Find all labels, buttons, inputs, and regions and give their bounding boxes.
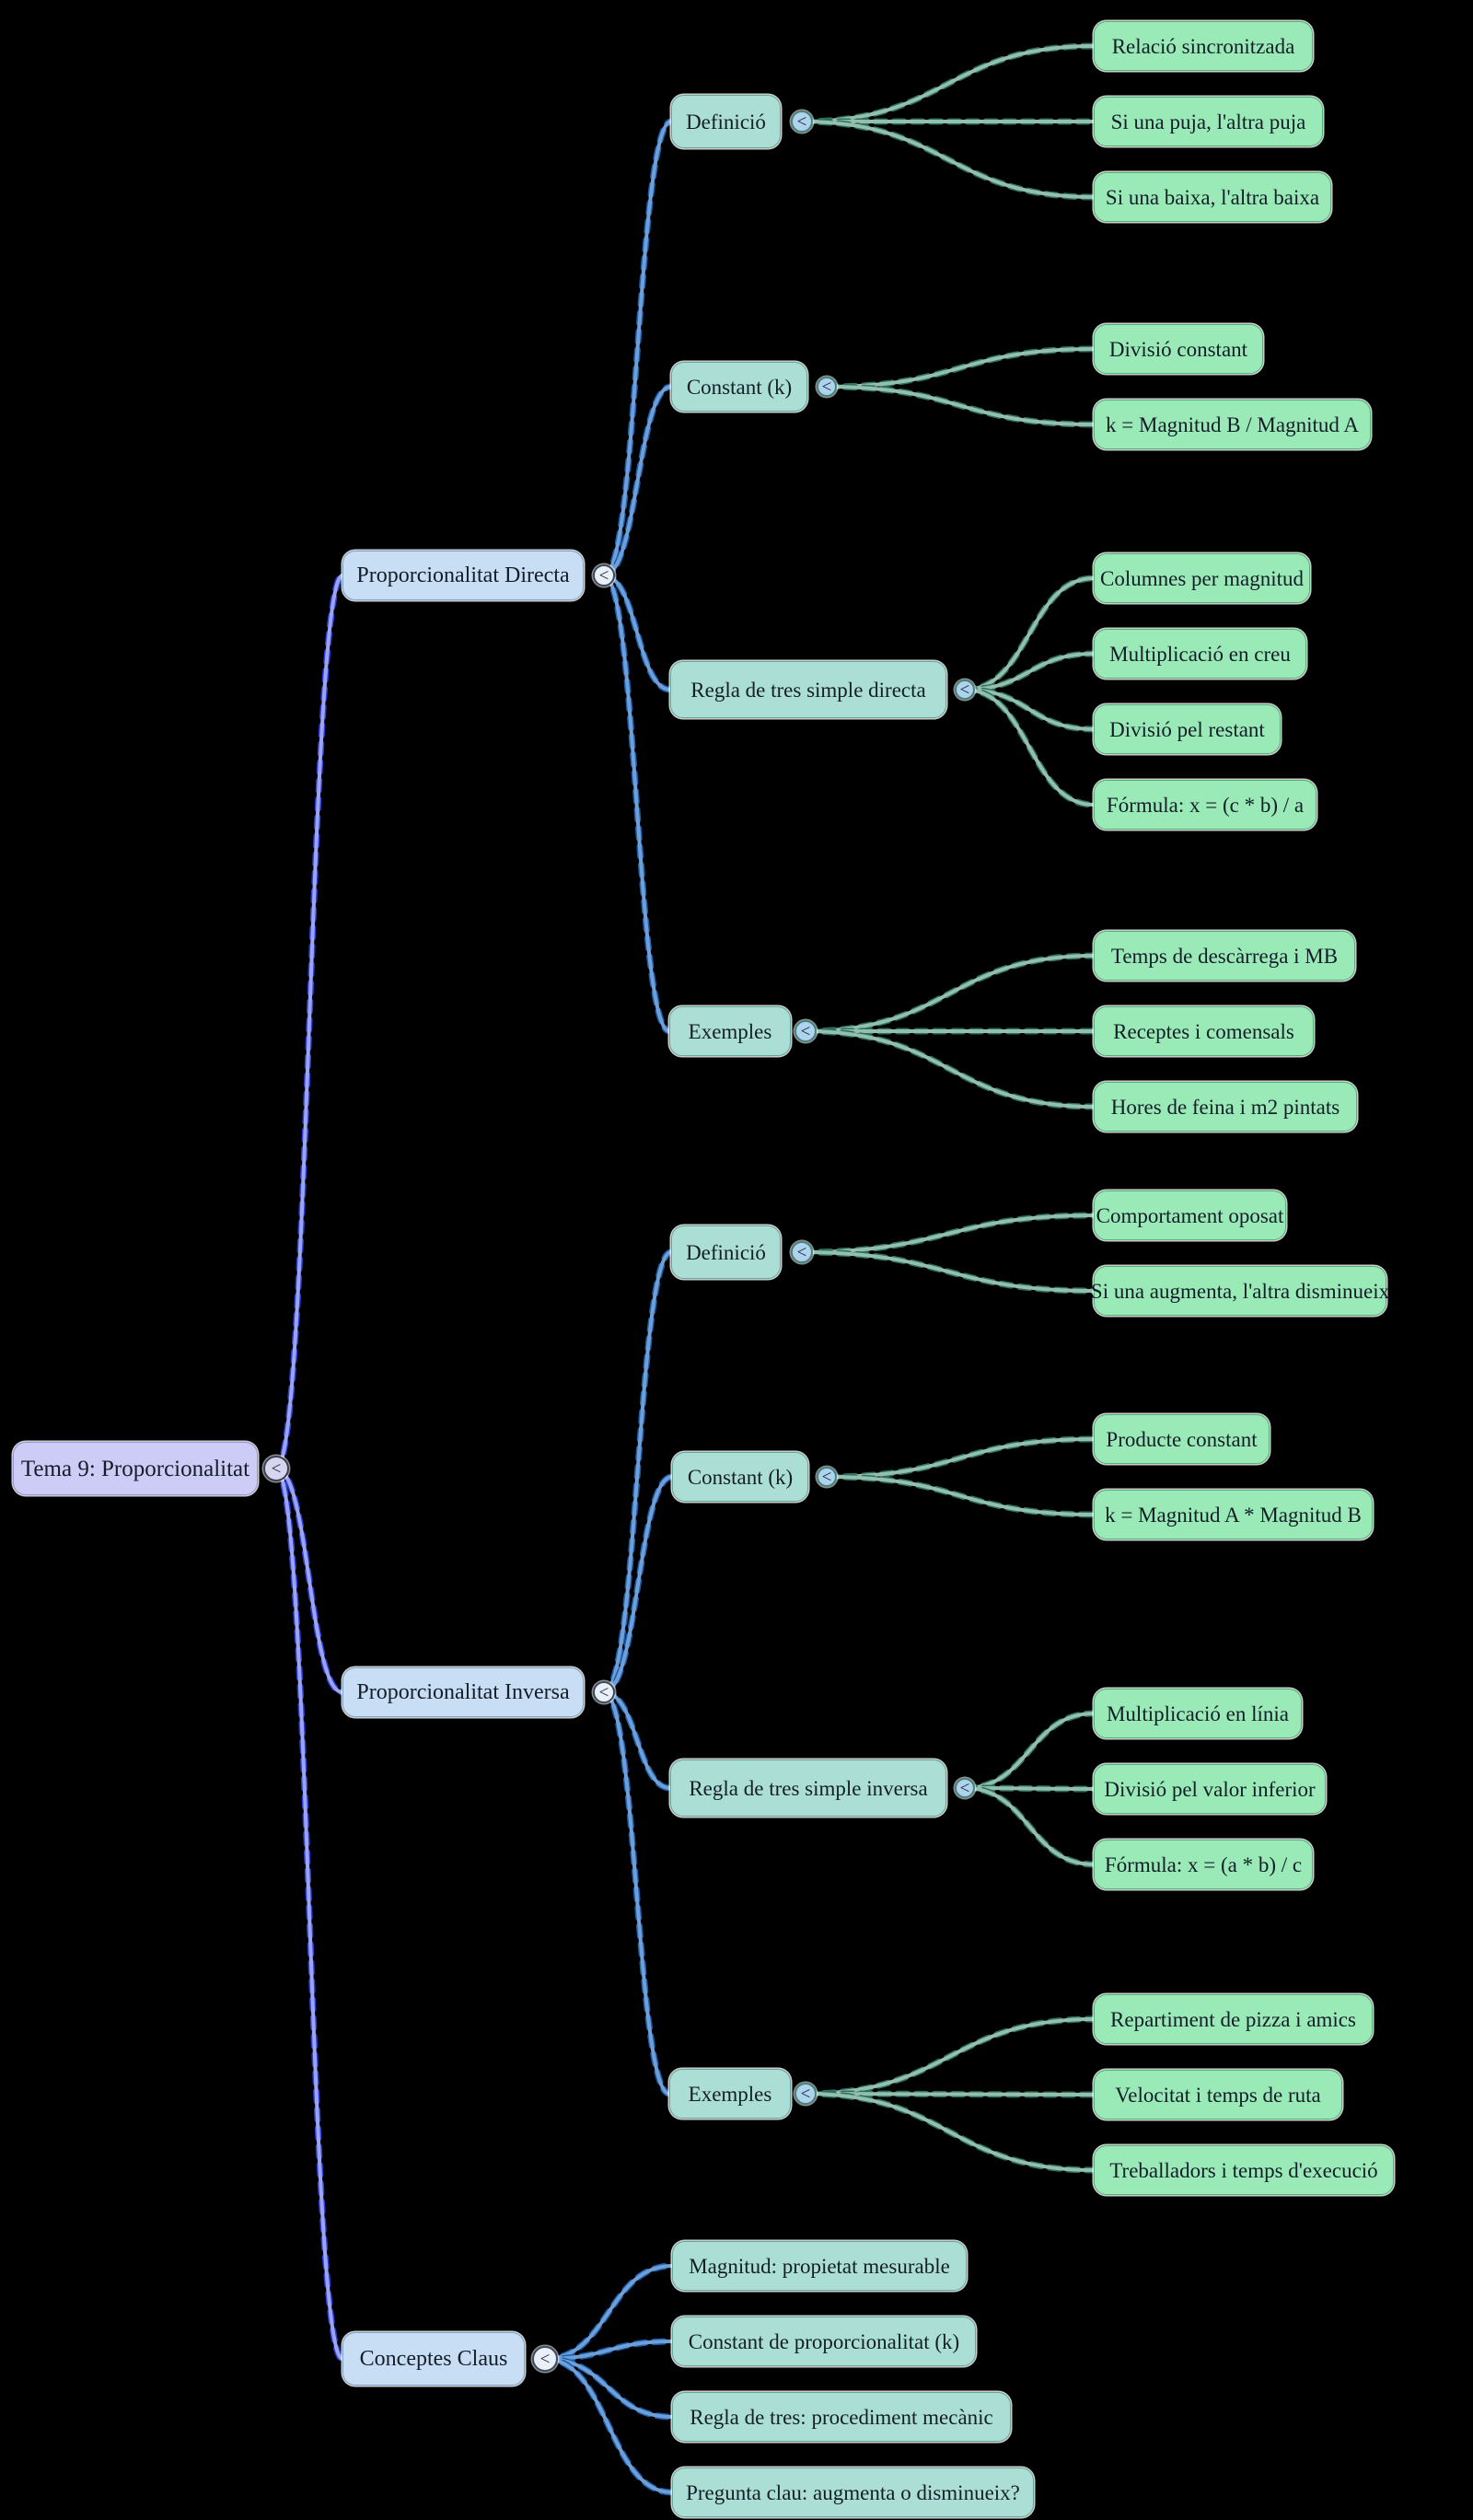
collapse-toggle-regla-de-tres-simple-inversa[interactable]: < [955, 1778, 975, 1798]
collapse-toggle-constant-k[interactable]: < [817, 1467, 837, 1487]
node-constant-k: Constant (k) [671, 362, 807, 412]
collapse-toggle-definicio[interactable]: < [791, 1241, 813, 1263]
node-formula-x-c-b-a: Fórmula: x = (c * b) / a [1094, 780, 1316, 830]
edge [543, 2357, 674, 2494]
edge [602, 1250, 673, 1694]
node-multiplicacio-en-linia: Multiplicació en línia [1094, 1689, 1302, 1738]
edge [800, 120, 1096, 199]
edge [602, 1690, 672, 1790]
node-si-una-augmenta-l-altra-disminueix: Si una augmenta, l'altra disminueix [1091, 1266, 1389, 1316]
edge [602, 574, 671, 1033]
collapse-toggle-tema-9-proporcionalitat[interactable]: < [263, 1456, 289, 1481]
node-divisio-pel-valor-inferior: Divisió pel valor inferior [1094, 1764, 1326, 1814]
node-proporcionalitat-inversa: Proporcionalitat Inversa [342, 1667, 584, 1717]
node-velocitat-i-temps-de-ruta: Velocitat i temps de ruta [1094, 2070, 1342, 2119]
edge [543, 2264, 674, 2361]
node-producte-constant: Producte constant [1094, 1414, 1270, 1464]
edge [800, 1214, 1096, 1254]
node-comportament-oposat: Comportament oposat [1094, 1190, 1286, 1240]
node-exemples: Exemples [669, 1006, 791, 1056]
collapse-toggle-conceptes-claus[interactable]: < [532, 2346, 558, 2372]
node-conceptes-claus: Conceptes Claus [342, 2332, 525, 2386]
collapse-toggle-proporcionalitat-inversa[interactable]: < [593, 1681, 615, 1703]
node-pregunta-clau-augmenta-o-disminueix: Pregunta clau: augmenta o disminueix? [672, 2468, 1034, 2517]
edge [963, 1712, 1096, 1790]
node-formula-x-a-b-c: Fórmula: x = (a * b) / c [1094, 1840, 1313, 1889]
node-regla-de-tres-simple-inversa: Regla de tres simple inversa [670, 1759, 946, 1817]
edge [825, 1437, 1096, 1479]
node-exemples: Exemples [669, 2069, 791, 2119]
edge [543, 2357, 674, 2419]
edge [602, 1475, 674, 1694]
node-divisio-constant: Divisió constant [1094, 324, 1263, 374]
node-divisio-pel-restant: Divisió pel restant [1094, 704, 1281, 754]
edge [825, 385, 1096, 426]
node-repartiment-de-pizza-i-amics: Repartiment de pizza i amics [1094, 1994, 1373, 2044]
edge [602, 574, 672, 691]
collapse-toggle-regla-de-tres-simple-directa[interactable]: < [955, 679, 975, 700]
edge [804, 1029, 1096, 1109]
node-constant-de-proporcionalitat-k: Constant de proporcionalitat (k) [672, 2317, 976, 2366]
edge [804, 2092, 1096, 2172]
node-magnitud-propietat-mesurable: Magnitud: propietat mesurable [672, 2241, 967, 2291]
edge [800, 44, 1096, 123]
node-si-una-baixa-l-altra-baixa: Si una baixa, l'altra baixa [1094, 172, 1331, 222]
node-constant-k: Constant (k) [672, 1452, 808, 1502]
collapse-toggle-proporcionalitat-directa[interactable]: < [593, 564, 615, 586]
edge [825, 1475, 1096, 1516]
edge [825, 347, 1096, 389]
node-receptes-i-comensals: Receptes i comensals [1094, 1006, 1314, 1056]
node-k-magnitud-a-magnitud-b: k = Magnitud A * Magnitud B [1094, 1490, 1373, 1539]
edge [963, 576, 1096, 691]
node-temps-de-descarrega-i-mb: Temps de descàrrega i MB [1094, 931, 1355, 981]
node-treballadors-i-temps-d-execucio: Treballadors i temps d'execució [1094, 2145, 1394, 2195]
node-definicio: Definició [671, 1225, 781, 1279]
collapse-toggle-exemples[interactable]: < [794, 1020, 817, 1042]
edge [274, 574, 344, 1470]
edge [963, 688, 1096, 807]
edge [274, 1467, 344, 2361]
node-regla-de-tres-simple-directa: Regla de tres simple directa [670, 661, 946, 718]
edge [602, 120, 673, 577]
node-tema-9-proporcionalitat: Tema 9: Proporcionalitat [13, 1442, 258, 1495]
edge [963, 1786, 1096, 1866]
collapse-toggle-exemples[interactable]: < [794, 2083, 817, 2105]
edge [804, 2092, 1096, 2096]
node-relacio-sincronitzada: Relació sincronitzada [1094, 21, 1313, 71]
node-columnes-per-magnitud: Columnes per magnitud [1094, 553, 1310, 603]
edge [800, 1250, 1096, 1293]
node-k-magnitud-b-magnitud-a: k = Magnitud B / Magnitud A [1094, 400, 1371, 449]
edge [804, 954, 1096, 1033]
node-regla-de-tres-procediment-mecanic: Regla de tres: procediment mecànic [672, 2392, 1011, 2442]
node-definicio: Definició [671, 95, 781, 148]
node-si-una-puja-l-altra-puja: Si una puja, l'altra puja [1094, 97, 1323, 146]
node-multiplicacio-en-creu: Multiplicació en creu [1094, 629, 1306, 679]
edge [602, 385, 673, 577]
edge [274, 1467, 344, 1694]
edge [602, 1690, 671, 2096]
edge [804, 2017, 1096, 2096]
node-hores-de-feina-i-m2-pintats: Hores de feina i m2 pintats [1094, 1082, 1357, 1132]
node-proporcionalitat-directa: Proporcionalitat Directa [342, 551, 584, 600]
collapse-toggle-definicio[interactable]: < [791, 110, 813, 133]
collapse-toggle-constant-k[interactable]: < [817, 377, 837, 397]
